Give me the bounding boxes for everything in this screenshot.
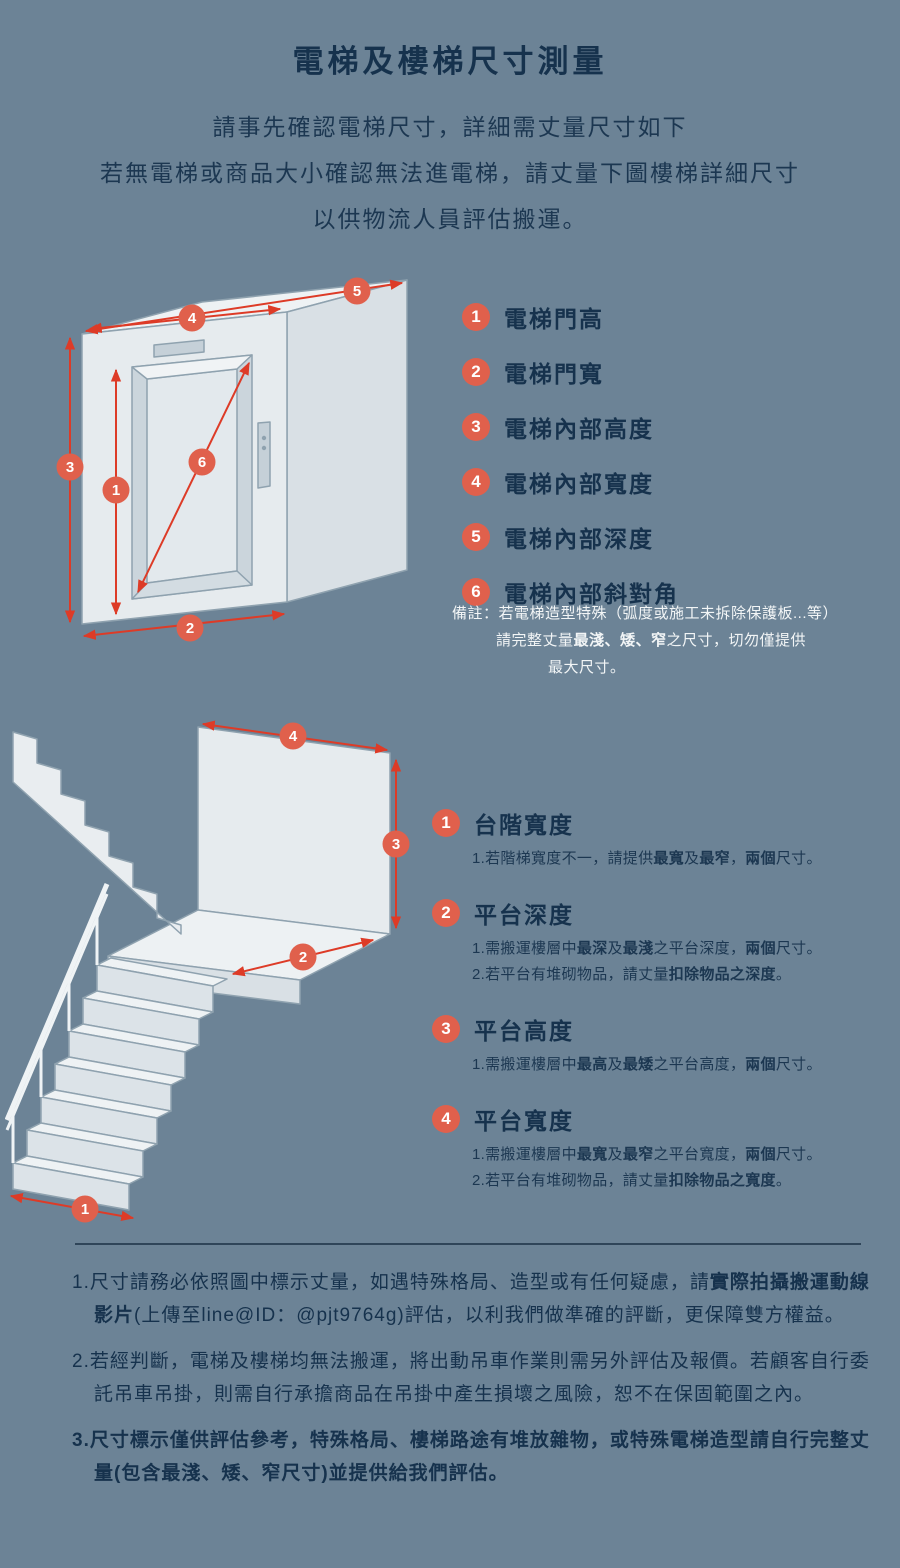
footer-note-1: 1.尺寸請務必依照圖中標示丈量，如遇特殊格局、造型或有任何疑慮，請實際拍攝搬運動… bbox=[72, 1272, 870, 1326]
figure-badge-6-number: 6 bbox=[198, 454, 206, 471]
measure-line-inner-diagonal bbox=[137, 361, 250, 594]
stairs-legend-head: 4 平台寬度 bbox=[432, 1102, 894, 1136]
figure-badge-4-number: 4 bbox=[289, 728, 298, 745]
intro-line: 請事先確認電梯尺寸，詳細需丈量尺寸如下 bbox=[212, 114, 688, 140]
stairs-legend-item: 3 平台高度 1.需搬運樓層中最高及最矮之平台高度，兩個尺寸。 bbox=[432, 1012, 894, 1078]
legend-label: 電梯內部斜對角 bbox=[504, 581, 679, 607]
figure-badge-4 bbox=[178, 304, 206, 332]
number-badge: 6 bbox=[462, 578, 490, 606]
elevator-legend-item: 2 電梯門寬 bbox=[462, 355, 679, 389]
elevator-legend-item: 4 電梯內部寬度 bbox=[462, 465, 679, 499]
number-badge: 4 bbox=[462, 468, 490, 496]
note-line: 最大尺寸。 bbox=[548, 659, 626, 676]
legend-label: 電梯門高 bbox=[504, 306, 604, 332]
figure-badge-1 bbox=[71, 1195, 99, 1223]
figure-badge-5 bbox=[343, 277, 371, 305]
legend-title: 平台寬度 bbox=[474, 1108, 574, 1134]
stairs-legend-item: 1 台階寬度 1.若階梯寬度不一，請提供最寬及最窄，兩個尺寸。 bbox=[432, 806, 894, 872]
elevator-legend: 1 電梯門高 2 電梯門寬 3 電梯內部高度 4 電梯內部寬度 5 電梯內部深度… bbox=[462, 300, 679, 630]
number-badge: 3 bbox=[432, 1015, 460, 1043]
figure-badge-1-number: 1 bbox=[81, 1201, 89, 1218]
elevator-note: 備註：若電梯造型特殊（弧度或施工未拆除保護板...等） 請完整丈量最淺、矮、窄之… bbox=[452, 600, 892, 681]
stairs-legend: 1 台階寬度 1.若階梯寬度不一，請提供最寬及最窄，兩個尺寸。 2 平台深度 1… bbox=[432, 806, 894, 1218]
note-line: 請完整丈量最淺、矮、窄之尺寸，切勿僅提供 bbox=[496, 632, 807, 649]
stairs-legend-head: 2 平台深度 bbox=[432, 896, 894, 930]
upper-flight bbox=[12, 731, 182, 935]
note-line: 備註：若電梯造型特殊（弧度或施工未拆除保護板...等） bbox=[452, 605, 839, 622]
figure-badge-6 bbox=[188, 448, 216, 476]
stairs-figure: 4 3 2 1 bbox=[4, 712, 440, 1232]
legend-label: 電梯內部高度 bbox=[504, 416, 654, 442]
stairs-legend-head: 3 平台高度 bbox=[432, 1012, 894, 1046]
figure-badge-3-number: 3 bbox=[392, 836, 400, 853]
footer-notes: 1.尺寸請務必依照圖中標示丈量，如遇特殊格局、造型或有任何疑慮，請實際拍攝搬運動… bbox=[72, 1266, 872, 1503]
page-title: 電梯及樓梯尺寸測量 bbox=[292, 44, 608, 79]
number-badge: 5 bbox=[462, 523, 490, 551]
divider-line bbox=[75, 1243, 861, 1245]
elevator-legend-item: 3 電梯內部高度 bbox=[462, 410, 679, 444]
legend-label: 電梯門寬 bbox=[504, 361, 604, 387]
number-badge: 2 bbox=[462, 358, 490, 386]
figure-badge-2-number: 2 bbox=[299, 949, 307, 966]
elevator-legend-item: 5 電梯內部深度 bbox=[462, 520, 679, 554]
intro-line: 若無電梯或商品大小確認無法進電梯，請丈量下圖樓梯詳細尺寸 bbox=[100, 160, 800, 186]
legend-detail: 1.需搬運樓層中最高及最矮之平台高度，兩個尺寸。 bbox=[472, 1056, 822, 1073]
legend-detail: 2.若平台有堆砌物品，請丈量扣除物品之寬度。 bbox=[472, 1172, 792, 1189]
button-panel bbox=[257, 421, 271, 489]
button-panel-button bbox=[261, 435, 267, 441]
number-badge: 1 bbox=[432, 809, 460, 837]
intro-text: 請事先確認電梯尺寸，詳細需丈量尺寸如下 若無電梯或商品大小確認無法進電梯，請丈量… bbox=[0, 104, 900, 242]
button-panel-button bbox=[261, 445, 267, 451]
figure-badge-5-number: 5 bbox=[353, 283, 361, 300]
number-badge: 1 bbox=[462, 303, 490, 331]
legend-detail: 2.若平台有堆砌物品，請丈量扣除物品之深度。 bbox=[472, 966, 792, 983]
stairs-legend-item: 2 平台深度 1.需搬運樓層中最深及最淺之平台深度，兩個尺寸。 2.若平台有堆砌… bbox=[432, 896, 894, 988]
number-badge: 3 bbox=[462, 413, 490, 441]
figure-badge-2 bbox=[176, 614, 204, 642]
elevator-illustration: 4 5 3 1 6 2 bbox=[56, 277, 408, 642]
figure-badge-3 bbox=[382, 830, 410, 858]
legend-label: 電梯內部寬度 bbox=[504, 471, 654, 497]
elevator-cabin bbox=[81, 279, 408, 625]
cabin-right-face bbox=[286, 279, 408, 603]
number-badge: 2 bbox=[432, 899, 460, 927]
footer-note-3: 3.尺寸標示僅供評估參考，特殊格局、樓梯路途有堆放雜物，或特殊電梯造型請自行完整… bbox=[72, 1430, 870, 1484]
figure-badge-4 bbox=[279, 722, 307, 750]
handrail bbox=[4, 883, 110, 1163]
staircase-illustration: 4 3 2 1 bbox=[4, 720, 410, 1223]
elevator-legend-item: 6 電梯內部斜對角 bbox=[462, 575, 679, 609]
stairs-figure-badges: 4 3 2 1 bbox=[71, 722, 410, 1223]
figure-badge-3 bbox=[56, 453, 84, 481]
elevator-legend-item: 1 電梯門高 bbox=[462, 300, 679, 334]
figure-badge-1-number: 1 bbox=[112, 482, 120, 499]
door-sign bbox=[153, 339, 205, 358]
figure-badge-1 bbox=[102, 476, 130, 504]
legend-detail: 1.需搬運樓層中最寬及最窄之平台寬度，兩個尺寸。 bbox=[472, 1146, 822, 1163]
figure-badge-4-number: 4 bbox=[188, 310, 197, 327]
legend-title: 台階寬度 bbox=[474, 812, 574, 838]
intro-line: 以供物流人員評估搬運。 bbox=[312, 206, 588, 232]
back-wall bbox=[197, 726, 391, 935]
elevator-figure: 4 5 3 1 6 2 bbox=[52, 272, 452, 672]
elevator-figure-badges: 4 5 3 1 6 2 bbox=[56, 277, 371, 642]
figure-badge-2 bbox=[289, 943, 317, 971]
number-badge: 4 bbox=[432, 1105, 460, 1133]
legend-label: 電梯內部深度 bbox=[504, 526, 654, 552]
figure-badge-2-number: 2 bbox=[186, 620, 194, 637]
handrail-top-rail bbox=[4, 883, 110, 1121]
handrail-lower-rail bbox=[5, 893, 109, 1131]
stairs-legend-item: 4 平台寬度 1.需搬運樓層中最寬及最窄之平台寬度，兩個尺寸。 2.若平台有堆砌… bbox=[432, 1102, 894, 1194]
footer-note-2: 2.若經判斷，電梯及樓梯均無法搬運，將出動吊車作業則需另外評估及報價。若顧客自行… bbox=[72, 1351, 870, 1405]
stairs-legend-head: 1 台階寬度 bbox=[432, 806, 894, 840]
legend-detail: 1.若階梯寬度不一，請提供最寬及最窄，兩個尺寸。 bbox=[472, 850, 822, 867]
legend-title: 平台高度 bbox=[474, 1018, 574, 1044]
legend-detail: 1.需搬運樓層中最深及最淺之平台深度，兩個尺寸。 bbox=[472, 940, 822, 957]
legend-title: 平台深度 bbox=[474, 902, 574, 928]
cabin-interior-back-wall bbox=[146, 368, 238, 584]
figure-badge-3-number: 3 bbox=[66, 459, 74, 476]
